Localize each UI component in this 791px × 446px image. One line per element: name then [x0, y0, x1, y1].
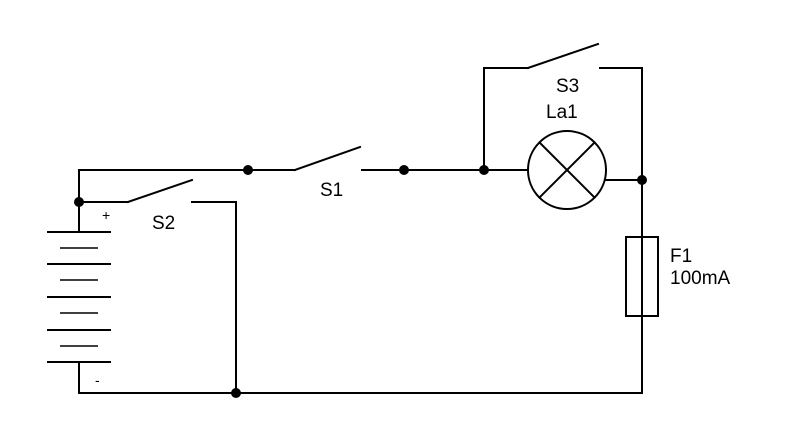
- switch-s3-blade: [526, 42, 600, 70]
- fuse-f1: [625, 236, 659, 317]
- label-fuse-name: F1: [670, 246, 692, 267]
- label-lamp: La1: [546, 102, 578, 123]
- switch-s3: [526, 42, 600, 70]
- junction-top-2: [399, 165, 409, 175]
- lamp-circle: [527, 130, 607, 210]
- label-battery-minus: -: [95, 372, 100, 388]
- switch-s2-blade: [126, 178, 194, 204]
- junction-right: [637, 175, 647, 185]
- labels: S1 S2 S3 La1 F1 100mA + -: [95, 76, 731, 388]
- label-s1: S1: [320, 180, 343, 201]
- switch-s1: [293, 145, 362, 172]
- battery: [47, 231, 111, 363]
- junction-left: [74, 197, 84, 207]
- label-fuse-rating: 100mA: [670, 268, 731, 289]
- junction-top-3: [479, 165, 489, 175]
- label-battery-plus: +: [102, 207, 110, 223]
- junctions: [74, 165, 647, 398]
- wires: [78, 67, 643, 394]
- label-s2: S2: [152, 213, 175, 234]
- switch-s2: [126, 178, 194, 204]
- lamp-cross-b: [538, 141, 596, 199]
- switch-s1-blade: [293, 145, 362, 172]
- lamp-la1: [527, 130, 607, 210]
- label-s3: S3: [556, 76, 579, 97]
- junction-bottom: [231, 388, 241, 398]
- junction-top-1: [243, 165, 253, 175]
